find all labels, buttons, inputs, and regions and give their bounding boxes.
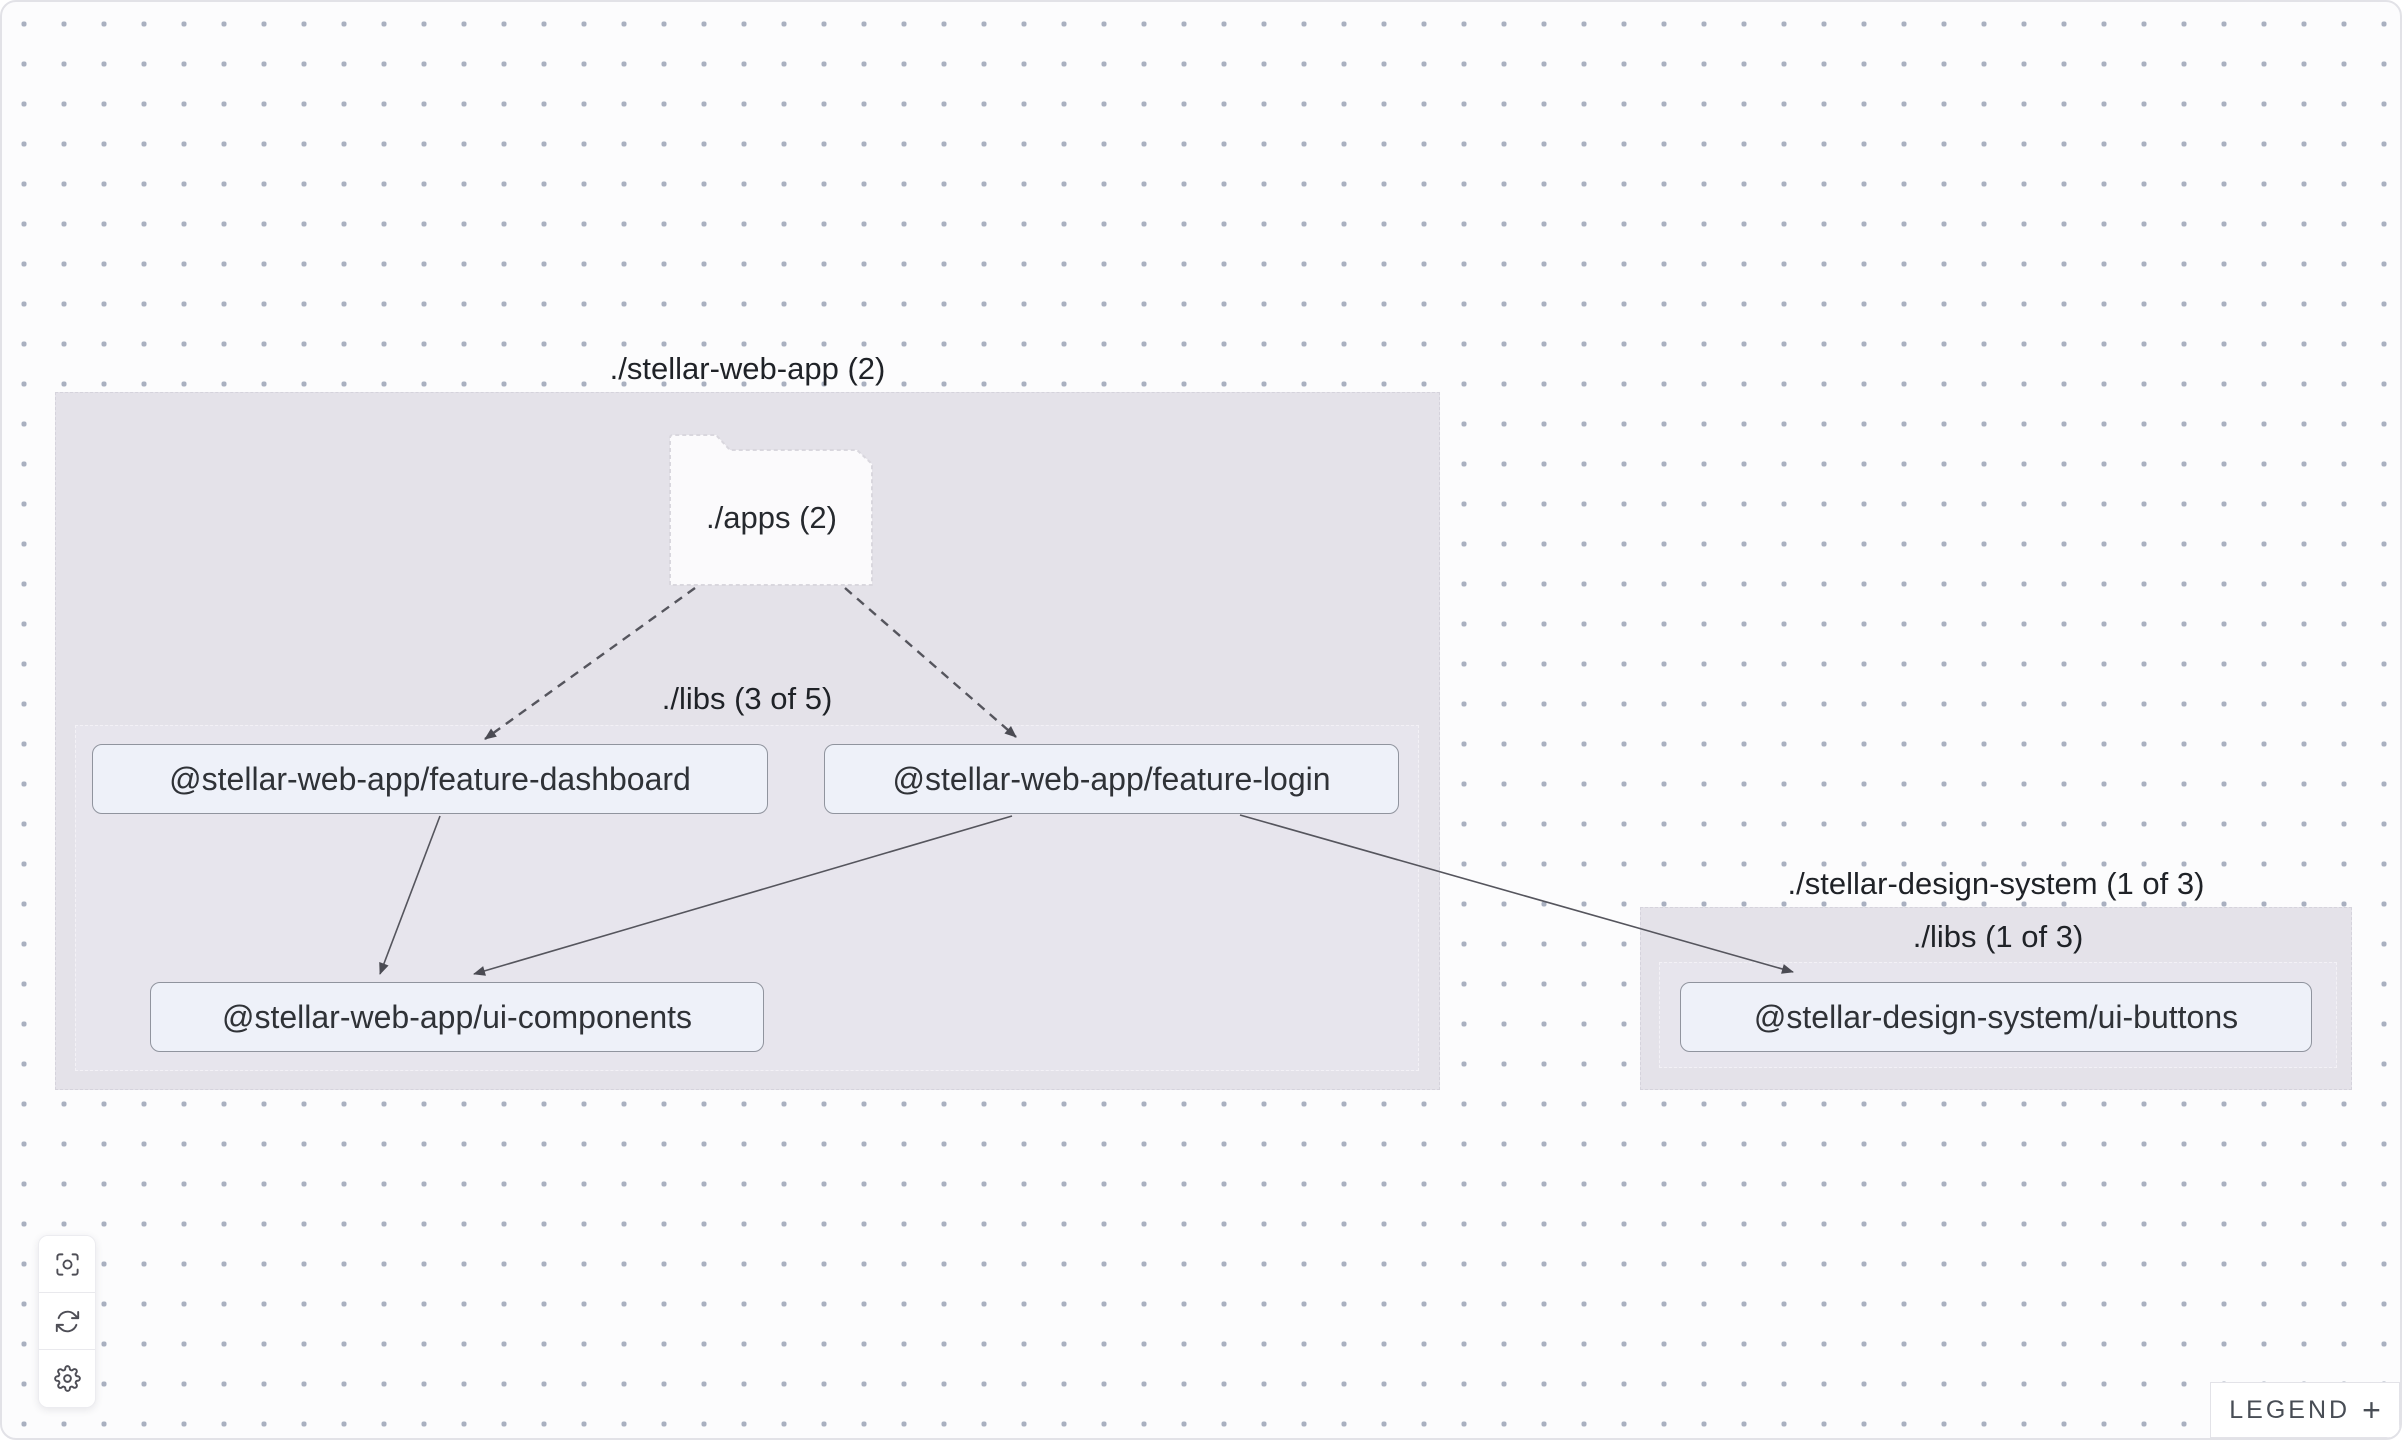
refresh-icon: [54, 1308, 81, 1335]
group-label-design-system-libs: ./libs (1 of 3): [1912, 919, 2084, 954]
node-ui-components[interactable]: @stellar-web-app/ui-components: [150, 982, 764, 1052]
focus-icon: [54, 1251, 81, 1278]
node-feature-dashboard[interactable]: @stellar-web-app/feature-dashboard: [92, 744, 768, 814]
group-label-web-app-libs: ./libs (3 of 5): [661, 681, 833, 716]
node-ui-buttons[interactable]: @stellar-design-system/ui-buttons: [1680, 982, 2312, 1052]
center-graph-button[interactable]: [39, 1236, 95, 1293]
settings-button[interactable]: [39, 1350, 95, 1407]
legend-toggle[interactable]: LEGEND +: [2210, 1382, 2400, 1438]
node-feature-login[interactable]: @stellar-web-app/feature-login: [824, 744, 1399, 814]
graph-toolbar: [38, 1235, 96, 1408]
settings-icon: [53, 1365, 81, 1392]
folder-apps[interactable]: ./apps (2): [706, 500, 837, 535]
group-label-stellar-design-system: ./stellar-design-system (1 of 3): [1787, 866, 2205, 901]
refresh-graph-button[interactable]: [39, 1293, 95, 1350]
group-label-stellar-web-app: ./stellar-web-app (2): [609, 351, 886, 386]
legend-label: LEGEND: [2229, 1395, 2351, 1424]
plus-icon: +: [2362, 1392, 2381, 1428]
